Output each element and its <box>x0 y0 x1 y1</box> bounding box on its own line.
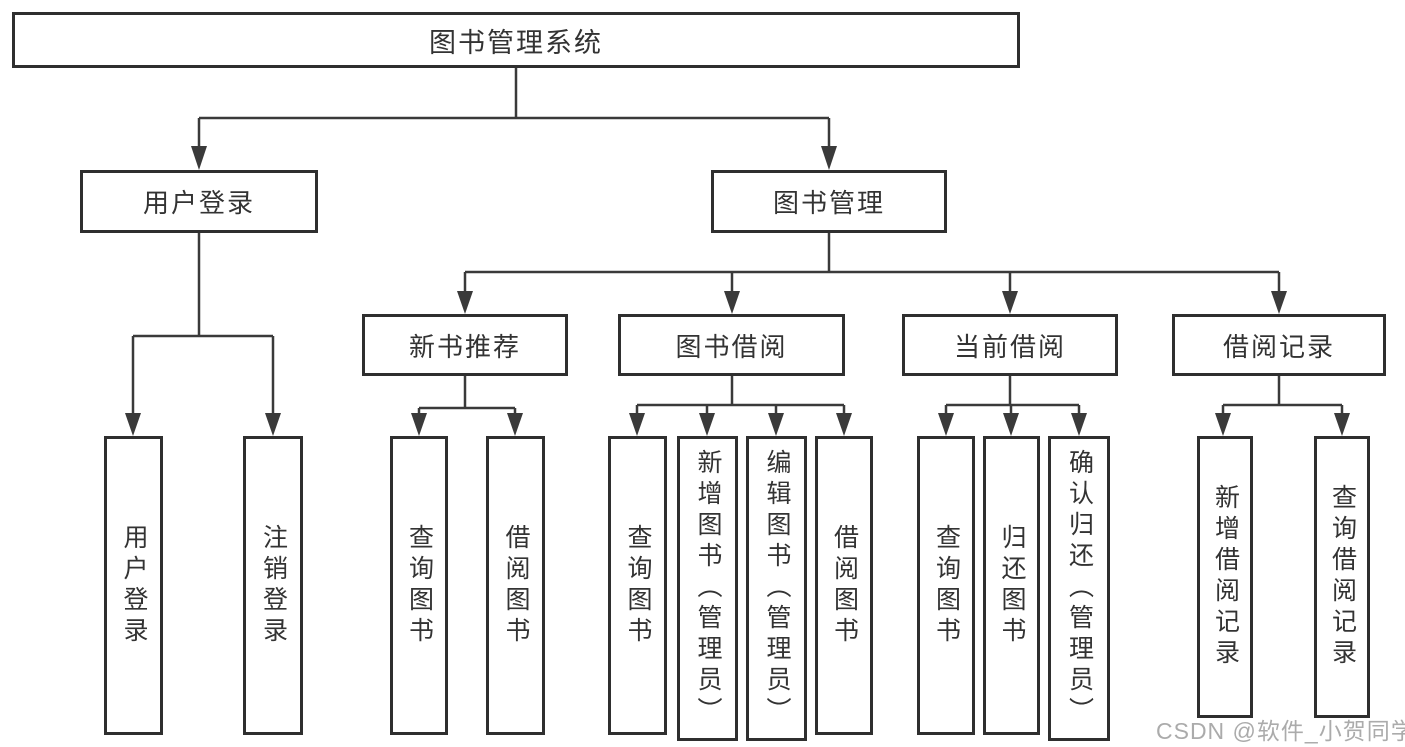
leaf-label: 借阅图书 <box>502 523 530 648</box>
arrowhead-icon <box>457 291 473 314</box>
leaf-logout: 注销登录 <box>243 436 303 735</box>
leaf-query-books-recommend: 查询图书 <box>390 436 448 735</box>
connector-current-borrow-children <box>944 376 1081 418</box>
arrowhead-icon <box>125 413 141 436</box>
connector-root-to-level2 <box>197 68 831 152</box>
leaf-query-books-current: 查询图书 <box>917 436 975 735</box>
leaf-user-login: 用户登录 <box>104 436 163 735</box>
arrowhead-icon <box>1003 413 1019 436</box>
node-user-login: 用户登录 <box>80 170 318 233</box>
node-label: 图书借阅 <box>675 331 788 362</box>
leaf-edit-books-admin: 编辑图书（管理员） <box>746 436 807 741</box>
node-current-borrowing: 当前借阅 <box>902 314 1118 376</box>
node-library-system: 图书管理系统 <box>12 12 1020 68</box>
leaf-label: 编辑图书（管理员） <box>763 449 791 728</box>
leaf-borrow-books: 借阅图书 <box>815 436 873 735</box>
csdn-watermark: CSDN @软件_小贺同学 <box>1156 718 1405 744</box>
arrowhead-icon <box>1071 413 1087 436</box>
leaf-label: 新增借阅记录 <box>1211 484 1240 670</box>
connector-book-borrow-children <box>635 376 846 418</box>
arrowhead-icon <box>1334 413 1350 436</box>
leaf-query-books-borrow: 查询图书 <box>608 436 667 735</box>
arrowhead-icon <box>821 146 837 170</box>
node-label: 新书推荐 <box>408 331 521 362</box>
arrowhead-icon <box>411 413 427 436</box>
arrowhead-icon <box>1215 413 1231 436</box>
leaf-label: 新增图书（管理员） <box>694 449 722 728</box>
node-book-management: 图书管理 <box>711 170 947 233</box>
arrowhead-icon <box>1002 291 1018 314</box>
leaf-label: 查询图书 <box>624 523 652 648</box>
node-borrow-records: 借阅记录 <box>1172 314 1386 376</box>
arrowhead-icon <box>836 413 852 436</box>
arrowhead-icon <box>938 413 954 436</box>
leaf-label: 查询图书 <box>932 523 961 648</box>
leaf-label: 归还图书 <box>998 523 1026 648</box>
leaf-label: 用户登录 <box>120 523 148 648</box>
node-book-borrowing: 图书借阅 <box>618 314 845 376</box>
leaf-query-borrow-record: 查询借阅记录 <box>1314 436 1370 718</box>
node-label: 当前借阅 <box>953 331 1066 362</box>
arrowhead-icon <box>629 413 645 436</box>
arrowhead-icon <box>699 413 715 436</box>
leaf-label: 确认归还（管理员） <box>1065 449 1094 728</box>
leaf-return-books: 归还图书 <box>983 436 1040 735</box>
arrowhead-icon <box>265 413 281 436</box>
leaf-label: 查询借阅记录 <box>1328 484 1357 670</box>
arrowhead-icon <box>1271 291 1287 314</box>
arrowhead-icon <box>507 413 523 436</box>
node-new-book-recommend: 新书推荐 <box>362 314 568 376</box>
arrowhead-icon <box>724 291 740 314</box>
connector-borrow-records-children <box>1221 376 1344 418</box>
arrowheads <box>125 146 1350 436</box>
node-label: 借阅记录 <box>1222 331 1335 362</box>
node-label: 图书管理系统 <box>429 27 603 58</box>
arrowhead-icon <box>191 146 207 170</box>
leaf-label: 查询图书 <box>405 523 434 648</box>
leaf-add-books-admin: 新增图书（管理员） <box>677 436 738 741</box>
connector-user-login-children <box>131 233 275 418</box>
node-label: 图书管理 <box>772 188 885 218</box>
leaf-confirm-return-admin: 确认归还（管理员） <box>1048 436 1110 741</box>
leaf-add-borrow-record: 新增借阅记录 <box>1197 436 1253 718</box>
connector-new-book-rec-children <box>417 376 517 418</box>
connector-book-mgmt-to-level3 <box>463 233 1281 296</box>
arrowhead-icon <box>768 413 784 436</box>
node-label: 用户登录 <box>142 188 255 218</box>
leaf-label: 借阅图书 <box>830 523 859 648</box>
leaf-borrow-books-recommend: 借阅图书 <box>486 436 545 735</box>
leaf-label: 注销登录 <box>259 523 288 648</box>
